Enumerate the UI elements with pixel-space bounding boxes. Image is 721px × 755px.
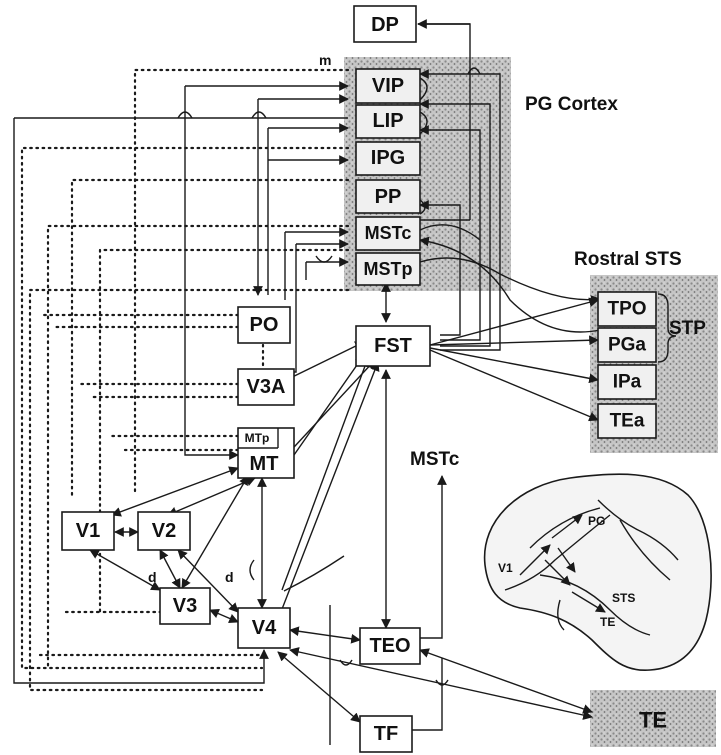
ipa-label: IPa [613, 372, 642, 393]
ipg-box [355, 141, 421, 176]
tea-label: TEa [610, 411, 645, 432]
dp-box [353, 5, 417, 43]
pg-cortex-title: PG Cortex [525, 94, 618, 115]
v3a-label: V3A [247, 376, 286, 398]
teo-box [359, 627, 421, 665]
pga-label: PGa [608, 335, 646, 356]
brain-sts-label: STS [612, 591, 635, 605]
fst-box [355, 325, 431, 367]
v1-label: V1 [76, 520, 100, 542]
v1-box [61, 511, 115, 551]
teo-label: TEO [369, 635, 410, 657]
vip-label: VIP [372, 75, 404, 97]
tea-box [597, 403, 657, 439]
m-mark: m [319, 52, 331, 68]
pga-box [597, 327, 657, 363]
brain-illustration: PG V1 STS TE [483, 473, 712, 671]
dp-label: DP [371, 14, 399, 36]
lip-box [355, 104, 421, 139]
mstc-box [355, 216, 421, 251]
fst-label: FST [374, 335, 412, 357]
v4-box [237, 607, 291, 649]
te-panel [590, 690, 716, 747]
v3-label: V3 [173, 595, 197, 617]
stp-brace [657, 293, 677, 363]
v4-label: V4 [252, 617, 277, 639]
tpo-label: TPO [607, 299, 646, 320]
brain-pg-label: PG [588, 514, 605, 528]
brain-outline [483, 473, 712, 671]
tf-label: TF [374, 723, 398, 745]
mtp-label: MTp [245, 431, 270, 445]
solid-connections [13, 19, 601, 745]
mt-box [237, 427, 295, 479]
v3a-box [237, 368, 295, 406]
mstp-box [355, 252, 421, 286]
mstc-out-label: MSTc [410, 449, 460, 470]
lip-label: LIP [372, 110, 403, 132]
vip-box [355, 68, 421, 104]
po-box [237, 306, 291, 344]
d-mark-2: d [225, 569, 234, 585]
brain-v1-label: V1 [498, 561, 513, 575]
d-mark-1: d [148, 569, 157, 585]
mstp-label: MSTp [364, 259, 413, 279]
ipg-label: IPG [371, 147, 405, 169]
mt-label: MT [250, 453, 279, 475]
v2-label: V2 [152, 520, 176, 542]
v2-box [137, 511, 191, 551]
te-label: TE [639, 708, 667, 733]
rostral-sts-title: Rostral STS [574, 249, 682, 270]
pp-box [355, 179, 421, 214]
tpo-box [597, 291, 657, 327]
v3-box [159, 587, 211, 625]
mstc-label: MSTc [365, 223, 412, 243]
ipa-box [597, 364, 657, 400]
pp-label: PP [375, 186, 402, 208]
stp-label: STP [669, 318, 706, 339]
tf-box [359, 715, 413, 753]
po-label: PO [250, 314, 279, 336]
brain-te-label: TE [600, 615, 615, 629]
